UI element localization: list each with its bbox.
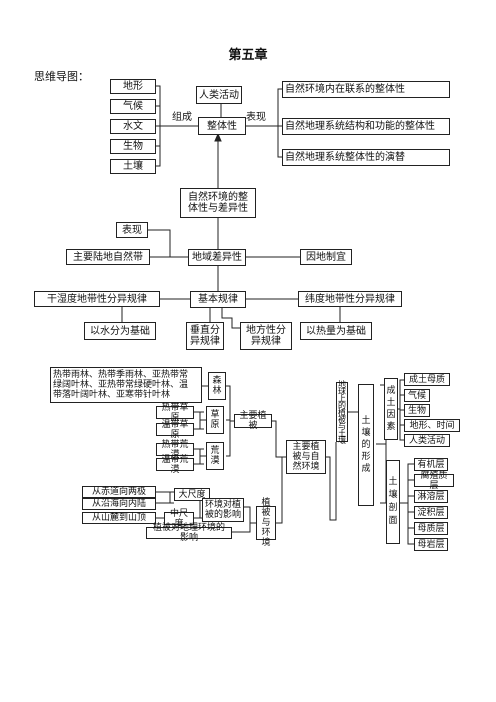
- soil-factors-node: 成 土 因 素: [384, 378, 398, 440]
- environment-effect-node: 环境对植 被的影响: [202, 498, 244, 522]
- grassland-node: 草 原: [206, 406, 224, 434]
- macro-scale-node: 大尺度: [174, 488, 210, 501]
- meso-scale-node: 中尺度: [164, 509, 194, 529]
- expression-2: 自然地理系统结构和功能的整体性: [282, 118, 450, 135]
- forest-types: 热带雨林、热带季雨林、亚热带常 绿阔叶林、亚热带常绿硬叶林、温 带落叶阔叶林、亚…: [50, 367, 202, 403]
- factor-landform-time: 地形、时间: [404, 419, 460, 432]
- factor-biology: 生物: [404, 404, 430, 417]
- vegetation-effect-node: 植被对地理环境的影响: [146, 523, 232, 543]
- component-climate: 气候: [110, 99, 156, 114]
- soil-profile-node: 土 壤 剖 面: [386, 460, 400, 544]
- vegetation-environment-node: 主要植 被与自 然环境: [286, 440, 326, 474]
- factor-human-activity: 人类活动: [404, 434, 450, 447]
- component-landform: 地形: [110, 79, 156, 94]
- vegetation-and-environment-node: 植被 与 环境: [256, 498, 276, 548]
- central-node: 地 球 上 的 植 被 与 土 壤: [336, 379, 348, 445]
- temperate-desert: 温带荒漠: [156, 455, 194, 475]
- express-label: 表现: [246, 112, 266, 123]
- integrity-node: 整体性: [198, 117, 246, 135]
- main-vegetation-node: 主要植被: [234, 411, 272, 431]
- vertical-law-node: 垂直分 异规律: [186, 322, 224, 350]
- factor-climate: 气候: [404, 389, 430, 402]
- dry-wet-zonal-node: 干湿度地带性分异规律: [34, 291, 160, 307]
- adapt-local-node: 因地制宜: [300, 249, 352, 265]
- layer-bedrock: 母岩层: [414, 538, 448, 551]
- coast-to-inland: 从沿海向内陆: [82, 498, 156, 510]
- chapter-title: 第五章: [228, 48, 268, 63]
- component-soil: 土壤: [110, 159, 156, 174]
- land-zone-node: 主要陆地自然带: [66, 249, 150, 265]
- human-activity-node: 人类活动: [196, 86, 242, 104]
- tropical-grassland: 热带草原: [156, 403, 194, 423]
- root-node: 自然环境的整 体性与差异性: [180, 188, 256, 218]
- forest-node: 森 林: [208, 372, 226, 400]
- expression-1: 自然环境内在联系的整体性: [282, 81, 450, 98]
- foot-to-summit: 从山麓到山顶: [82, 512, 156, 524]
- basic-law-node: 基本规律: [190, 291, 246, 308]
- heat-base-node: 以热量为基础: [300, 322, 372, 340]
- local-law-node: 地方性分 异规律: [240, 322, 292, 350]
- tropical-desert: 热带荒漠: [156, 440, 194, 460]
- layer-eluvial: 淋溶层: [414, 490, 448, 503]
- mind-map-label: 思维导图：: [34, 70, 89, 83]
- component-biology: 生物: [110, 139, 156, 154]
- regional-difference-node: 地域差异性: [188, 249, 246, 266]
- component-hydrology: 水文: [110, 119, 156, 134]
- layer-parent-material: 母质层: [414, 522, 448, 535]
- desert-node: 荒 漠: [206, 442, 224, 470]
- factor-parent-material: 成土母质: [404, 373, 450, 386]
- expression-3: 自然地理系统整体性的演替: [282, 149, 450, 166]
- layer-illuvial: 淀积层: [414, 506, 448, 519]
- layer-humus: 腐殖质层: [414, 471, 454, 491]
- soil-formation-node: 土 壤 的 形 成: [358, 384, 374, 506]
- water-base-node: 以水分为基础: [84, 322, 156, 340]
- temperate-grassland: 温带草原: [156, 420, 194, 440]
- equator-to-poles: 从赤道向两极: [82, 486, 156, 498]
- latitude-zonal-node: 纬度地带性分异规律: [298, 291, 402, 307]
- compose-label: 组成: [172, 112, 192, 123]
- layer-organic: 有机层: [414, 458, 448, 471]
- expression-node: 表现: [116, 222, 148, 238]
